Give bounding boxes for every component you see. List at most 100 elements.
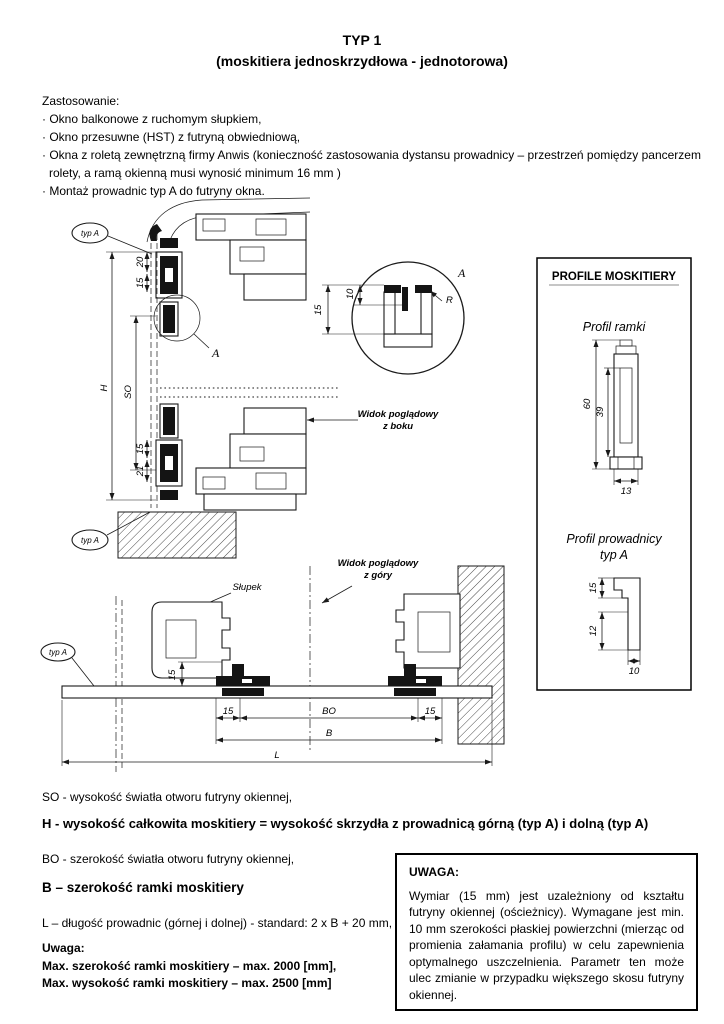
net-frame-profile-left-topview <box>216 664 270 696</box>
guide-profile-cross-section <box>383 285 433 348</box>
legend-uwaga-heading: Uwaga: <box>42 941 85 955</box>
dimension-b: B <box>216 728 442 743</box>
frame-dim-39-label: 39 <box>595 406 606 417</box>
application-heading: Zastosowanie: <box>42 94 120 108</box>
guide-dimension-10: 10 <box>627 650 641 677</box>
top-view-drawing: Widok poglądowy z góry Słupek <box>40 558 505 772</box>
panel-title: PROFILE MOSKITIERY <box>552 271 676 283</box>
movable-post-outline <box>151 601 231 679</box>
detail-dim-15-label: 15 <box>313 304 324 315</box>
legend-h: H - wysokość całkowita moskitiery = wyso… <box>42 816 649 831</box>
net-frame-profile-right-topview <box>388 664 442 696</box>
legend-b: B – szerokość ramki moskitiery <box>42 880 244 895</box>
dim-20-label: 20 <box>135 256 146 268</box>
typ-a-bottom-label: typ A <box>81 536 99 545</box>
top-view-caption: Widok poglądowy z góry <box>321 558 419 604</box>
dimension-15-right: 15 <box>418 706 442 721</box>
legend-bo: BO - szerokość światła otworu futryny ok… <box>42 852 295 866</box>
legend-max-height: Max. wysokość ramki moskitiery – max. 25… <box>42 976 332 990</box>
dim-15-gap-label: 15 <box>167 669 178 680</box>
net-frame-profile-top <box>155 238 183 337</box>
application-item: · Okno przesuwne (HST) z futryną obwiedn… <box>42 130 301 144</box>
detail-dimension-15: 15 <box>313 284 384 335</box>
dim-15-right-label: 15 <box>425 706 436 717</box>
typ-a-topview-label: typ A <box>49 648 67 657</box>
dimension-15-gap: 15 <box>167 661 222 686</box>
dimension-h: H <box>99 251 156 501</box>
detail-a-view: 15 10 R A <box>313 261 466 375</box>
dim-bo-label: BO <box>322 706 336 717</box>
top-caption-line1: Widok poglądowy <box>338 558 419 569</box>
dimension-bo: BO <box>240 706 418 721</box>
dim-l-label: L <box>274 750 279 761</box>
guide-profile-drawing <box>613 577 641 651</box>
side-view-caption: Widok poglądowy z boku <box>307 409 439 432</box>
side-view-drawing: A <box>71 197 439 559</box>
net-dotted-lines <box>160 387 338 398</box>
detail-leader-line <box>193 333 210 349</box>
frame-dimension-13: 13 <box>613 469 639 497</box>
note-box: UWAGA: Wymiar (15 mm) jest uzależniony o… <box>395 853 698 1011</box>
typ-a-balloon-top: typ A <box>71 222 153 255</box>
guide-dim-12-label: 12 <box>588 625 599 636</box>
guide-dimension-12: 12 <box>588 611 628 651</box>
lower-sash-outline <box>195 407 307 511</box>
guide-rail <box>61 685 493 699</box>
title-line-2: (moskitiera jednoskrzydłowa - jednotorow… <box>216 53 508 69</box>
detail-circle <box>351 261 465 375</box>
profiles-panel: PROFILE MOSKITIERY Profil ramki 60 <box>536 257 692 691</box>
upper-sash-outline <box>195 213 307 301</box>
fixed-frame-detail <box>417 611 451 653</box>
guide-dim-15-label: 15 <box>588 582 599 593</box>
dim-so-label: SO <box>123 385 134 399</box>
dim-21-label: 21 <box>135 466 146 478</box>
guide-profile-label-2: typ A <box>600 548 628 562</box>
dimension-20: 20 <box>135 252 150 272</box>
note-box-body: Wymiar (15 mm) jest uzależniony od kszta… <box>409 888 684 1002</box>
dimension-l: L <box>62 750 492 765</box>
slupek-label: Słupek <box>232 582 262 593</box>
dim-15-left-label: 15 <box>223 706 234 717</box>
detail-a-label: A <box>457 266 466 280</box>
side-caption-line1: Widok poglądowy <box>358 409 439 420</box>
side-caption-line2: z boku <box>382 421 413 432</box>
wall-hatch-bottom <box>117 511 237 559</box>
typ-a-top-label: typ A <box>81 229 99 238</box>
fixed-frame-outline <box>395 593 461 669</box>
dimension-21: 21 <box>135 460 150 482</box>
movable-post-detail <box>165 619 197 659</box>
detail-reference-circle <box>153 294 201 342</box>
guide-profile-label-1: Profil prowadnicy <box>566 532 662 546</box>
dim-15-top-label: 15 <box>135 277 146 288</box>
radius-callout: R <box>429 290 453 306</box>
application-item: · Okno balkonowe z ruchomym słupkiem, <box>42 112 262 126</box>
dim-h-label: H <box>99 384 110 391</box>
typ-a-balloon-bottom: typ A <box>71 511 151 551</box>
technical-drawing: A <box>40 197 692 772</box>
application-item: · Okna z roletą zewnętrzną firmy Anwis (… <box>42 148 701 162</box>
application-item-continuation: rolety, a ramą okienną musi wynosić mini… <box>49 166 341 180</box>
slupek-callout: Słupek <box>207 582 263 604</box>
frame-profile-drawing <box>609 339 643 470</box>
title-line-1: TYP 1 <box>342 32 382 48</box>
dimension-15-bottom: 15 <box>135 440 150 458</box>
detail-ref-label: A <box>211 346 220 360</box>
detail-dimension-10: 10 <box>345 285 402 306</box>
wall-hatch-right <box>457 565 505 745</box>
dim-15-bottom-label: 15 <box>135 443 146 454</box>
frame-dimension-39: 39 <box>595 367 620 457</box>
net-frame-profile-bottom <box>155 403 183 500</box>
frame-profile-label: Profil ramki <box>583 320 647 334</box>
frame-dim-60-label: 60 <box>582 398 593 409</box>
dimension-15-left: 15 <box>216 706 240 721</box>
dimension-so: SO <box>123 315 156 471</box>
legend-l: L – długość prowadnic (górnej i dolnej) … <box>42 916 393 930</box>
application-item: · Montaż prowadnic typ A do futryny okna… <box>42 184 265 198</box>
page-title: TYP 1 (moskitiera jednoskrzydłowa - jedn… <box>0 30 724 72</box>
top-caption-line2: z góry <box>363 570 393 581</box>
radius-label: R <box>446 295 453 306</box>
application-section: Zastosowanie: · Okno balkonowe z ruchomy… <box>42 92 701 200</box>
frame-dim-13-label: 13 <box>621 486 632 497</box>
typ-a-balloon-topview: typ A <box>40 642 95 687</box>
